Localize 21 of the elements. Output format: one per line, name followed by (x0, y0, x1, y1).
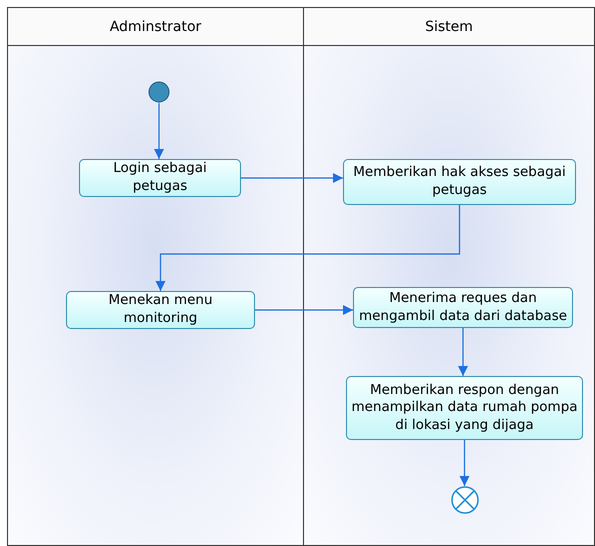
action-box (346, 376, 583, 440)
swimlane (303, 7, 595, 546)
action-label: Menerima reques dan mengambil data dari database (358, 290, 568, 326)
action-label: Memberikan hak akses sebagai petugas (352, 164, 567, 200)
action-box (343, 159, 576, 205)
action-box (66, 291, 255, 329)
lane-header: Adminstrator (8, 8, 303, 46)
lane-header: Sistem (304, 8, 594, 46)
arrow (255, 305, 353, 315)
arrow (241, 173, 343, 183)
final-node (451, 486, 479, 514)
initial-node (148, 81, 170, 103)
swimlane (7, 7, 304, 546)
arrow (460, 440, 470, 486)
action-label: Menekan menu monitoring (107, 292, 214, 328)
arrow (154, 103, 164, 159)
action-box (79, 159, 241, 197)
arrow (458, 328, 468, 376)
arrow (156, 205, 460, 291)
action-label: Login sebagai petugas (112, 160, 208, 196)
action-label: Memberikan respon dengan menampilkan data rumah pompa di lokasi yang dijaga (351, 382, 578, 434)
